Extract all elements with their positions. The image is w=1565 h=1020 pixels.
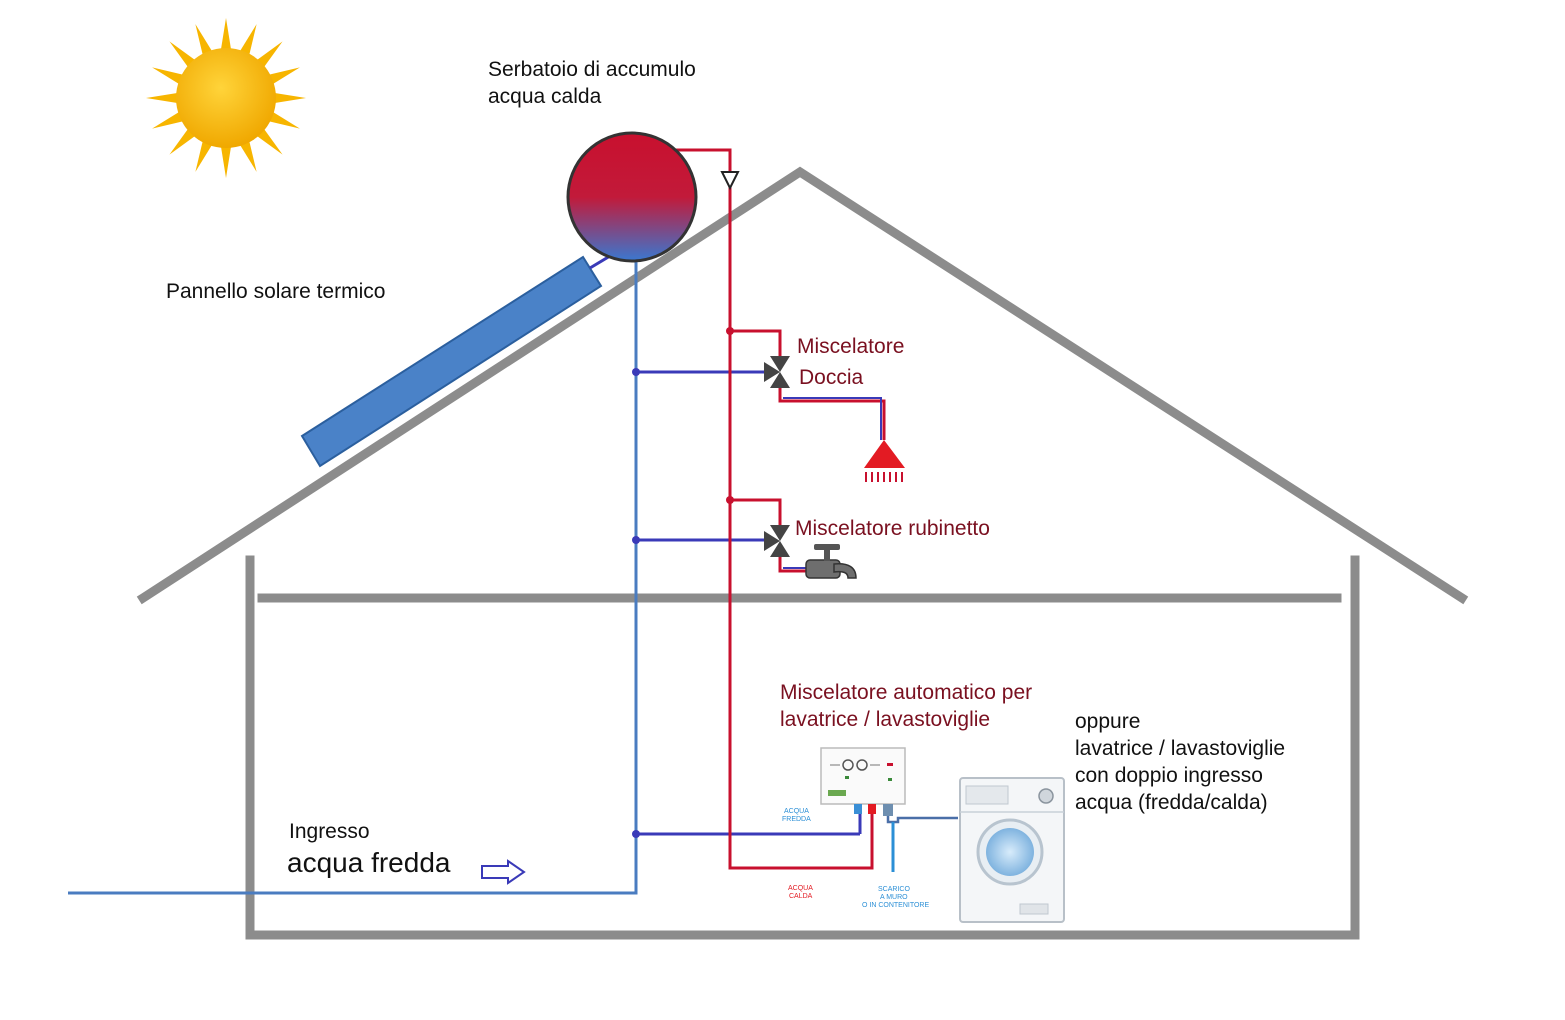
- tank-label-line1: Serbatoio di accumulo: [488, 58, 696, 81]
- panel-label: Pannello solare termico: [166, 280, 385, 303]
- faucet-mixer-label: Miscelatore rubinetto: [795, 517, 990, 540]
- check-valve-icon: [720, 171, 740, 191]
- sun-ray: [169, 41, 198, 70]
- hot-water-pipes: [672, 148, 874, 870]
- alternative-label-line2: lavatrice / lavastoviglie: [1075, 737, 1285, 760]
- sun-ray: [254, 41, 283, 70]
- storage-tank: [566, 131, 698, 263]
- device-hot-label-line2: CALDA: [789, 893, 813, 900]
- inlet-label-line2: acqua fredda: [287, 847, 451, 878]
- house-outline: [136, 166, 1469, 940]
- sun-icon: [146, 18, 306, 178]
- faucet-tap-icon: [805, 544, 857, 579]
- automatic-mixer-device: [820, 747, 906, 816]
- sun-ray: [220, 18, 232, 53]
- alternative-label-line3: con doppio ingresso: [1075, 764, 1263, 787]
- drain-label-line1: SCARICO: [878, 886, 910, 893]
- shower-pipe-hot: [778, 388, 886, 440]
- sun-ray: [152, 110, 186, 129]
- shower-head-icon: [864, 440, 905, 482]
- inlet-arrow-icon: [481, 859, 526, 885]
- shower-mixer-label-line1: Miscelatore: [797, 335, 904, 358]
- drain-label-line2: A MURO: [880, 894, 908, 901]
- sun-ray: [220, 143, 232, 178]
- sun-ray: [169, 126, 198, 155]
- solar-panel: [300, 255, 603, 468]
- alternative-label-line4: acqua (fredda/calda): [1075, 791, 1268, 814]
- sun-ray: [254, 126, 283, 155]
- sun-ray: [266, 67, 300, 86]
- pipe-junctions: [632, 327, 734, 838]
- sun-ray: [152, 67, 186, 86]
- alternative-label-line1: oppure: [1075, 710, 1140, 733]
- house-walls: [245, 555, 1360, 940]
- sun-ray: [238, 138, 257, 172]
- tank-label-line2: acqua calda: [488, 85, 602, 108]
- drain-label-line3: O IN CONTENITORE: [862, 902, 929, 909]
- faucet-pipe-hot: [778, 557, 808, 573]
- sun-ray: [195, 138, 214, 172]
- sun-ray: [146, 92, 181, 104]
- washer-feed-pipe: [886, 816, 958, 824]
- sun-ray: [195, 24, 214, 58]
- shower-mixer-valve-icon: [764, 356, 790, 388]
- device-cold-label-line2: FREDDA: [782, 816, 811, 823]
- shower-mixer-label-line2: Doccia: [799, 366, 864, 389]
- shower-pipe-cold: [783, 397, 882, 440]
- auto-mixer-label-line1: Miscelatore automatico per: [780, 681, 1032, 704]
- device-hot-label-line1: ACQUA: [788, 885, 813, 892]
- faucet-mixer-valve-icon: [764, 525, 790, 557]
- roof-line: [136, 166, 1469, 605]
- sun-ray: [238, 24, 257, 58]
- inlet-label-line1: Ingresso: [289, 820, 370, 843]
- sun-ray: [266, 110, 300, 129]
- sun-ray: [271, 92, 306, 104]
- device-cold-label-line1: ACQUA: [784, 808, 809, 815]
- auto-mixer-label-line2: lavatrice / lavastoviglie: [780, 708, 990, 731]
- washing-machine-icon: [959, 777, 1065, 923]
